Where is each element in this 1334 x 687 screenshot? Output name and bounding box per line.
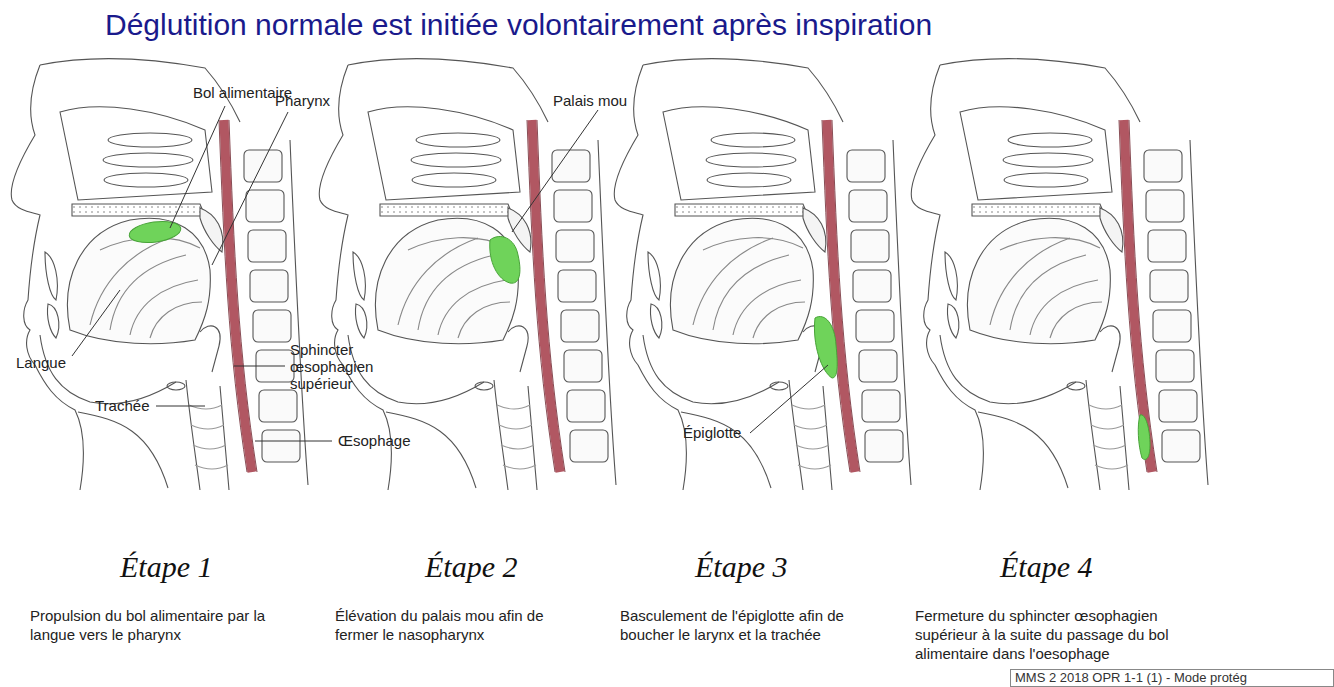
leader-line: [255, 441, 332, 442]
leader-line: [156, 406, 205, 407]
head-section: [319, 59, 616, 490]
slide-title: Déglutition normale est initiée volontai…: [105, 7, 932, 43]
step-description: Propulsion du bol alimentaire par la lan…: [30, 606, 280, 644]
window-caption: MMS 2 2018 OPR 1-1 (1) - Mode protég: [1010, 669, 1334, 687]
part-label: Épiglotte: [683, 424, 741, 441]
leader-line: [170, 106, 225, 228]
head-section: [911, 59, 1208, 490]
part-label: Pharynx: [275, 92, 330, 109]
step-heading: Étape 2: [425, 550, 517, 584]
bolus: [128, 218, 182, 245]
step-description: Fermeture du sphincter œsophagien supéri…: [915, 606, 1200, 663]
head-section: [614, 59, 911, 490]
part-label: Palais mou: [553, 92, 627, 109]
step-heading: Étape 4: [1000, 550, 1092, 584]
bolus: [814, 317, 837, 378]
leader-line: [234, 366, 285, 367]
head-section: [11, 59, 308, 490]
step-heading: Étape 3: [695, 550, 787, 584]
leader-line: [212, 112, 288, 265]
step-description: Élévation du palais mou afin de fermer l…: [335, 606, 590, 644]
part-label: Sphincter œsophagien supérieur: [290, 341, 390, 392]
bolus-group: [128, 218, 1150, 459]
step-heading: Étape 1: [120, 550, 212, 584]
bolus: [1138, 415, 1150, 460]
leader-line: [72, 290, 120, 356]
bolus: [490, 236, 520, 283]
leader-line: [512, 110, 598, 232]
part-label: Langue: [16, 354, 66, 371]
leader-line: [750, 365, 828, 433]
part-label: Trachée: [95, 397, 149, 414]
leader-lines: [72, 106, 828, 441]
part-label: Œsophage: [338, 432, 411, 449]
step-description: Basculement de l'épiglotte afin de bouch…: [620, 606, 895, 644]
